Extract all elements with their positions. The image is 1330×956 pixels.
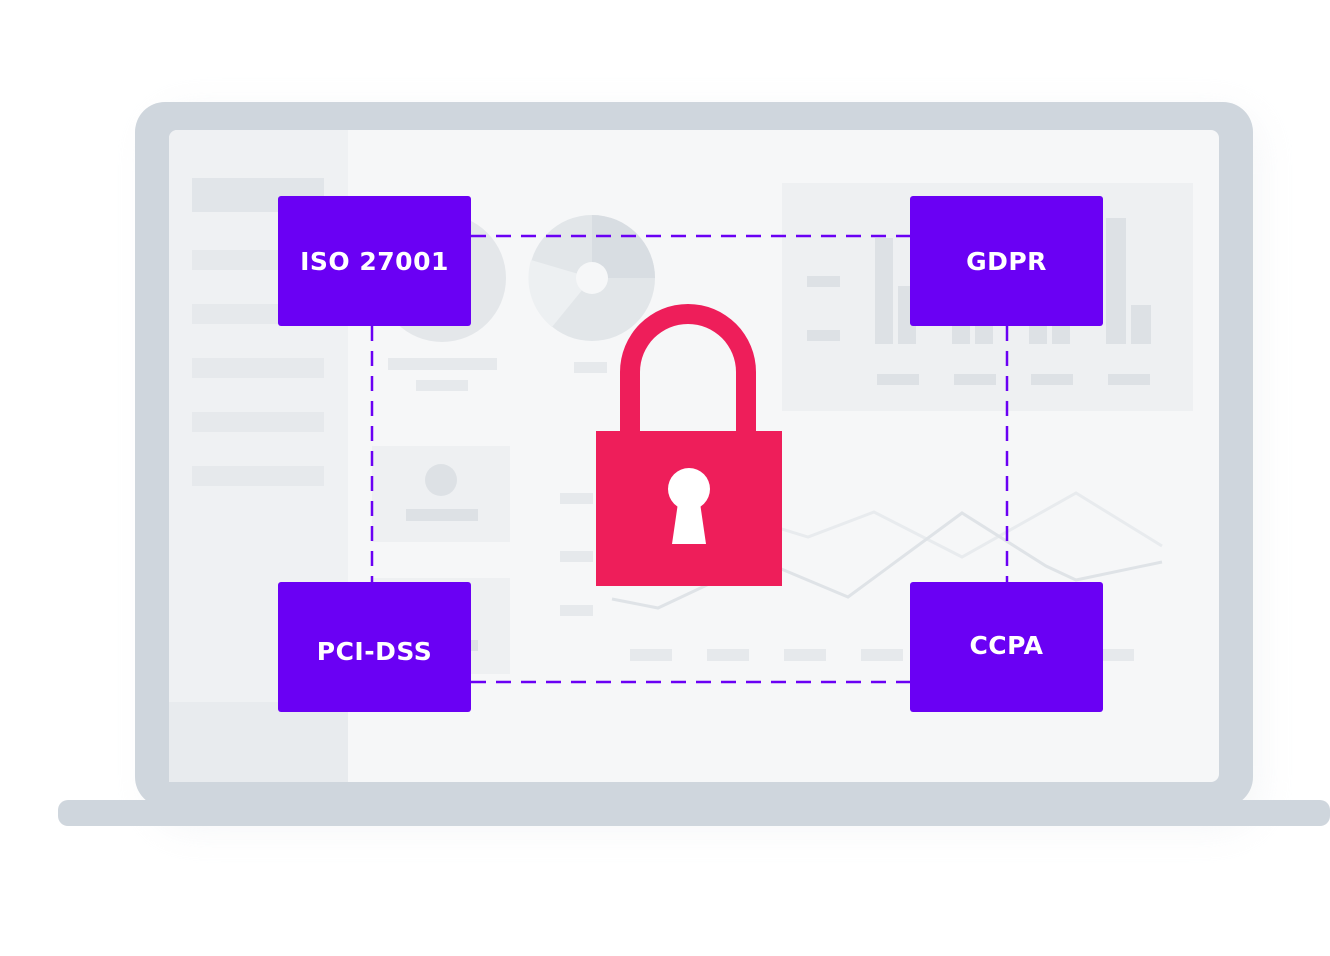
- donut-placeholder: [528, 215, 655, 341]
- connector-lines: [370, 234, 1009, 684]
- keyhole-icon: [668, 468, 710, 544]
- padlock-icon: [596, 304, 782, 586]
- gdpr-badge: GDPR: [910, 196, 1103, 326]
- axis-placeholder: [807, 330, 840, 341]
- iso-27001-label: ISO 27001: [300, 246, 449, 276]
- gdpr-label: GDPR: [966, 246, 1047, 276]
- axis-placeholder: [807, 276, 840, 287]
- pci-dss-badge: PCI-DSS: [278, 582, 471, 712]
- laptop-base: [58, 800, 1330, 826]
- ccpa-badge: CCPA: [910, 582, 1103, 712]
- text-placeholder: [574, 362, 607, 373]
- sidebar-item: [192, 412, 324, 432]
- sidebar-footer: [169, 702, 348, 782]
- line-series-placeholder: [611, 511, 1163, 610]
- axis-placeholder: [560, 493, 593, 504]
- sidebar-item: [192, 466, 324, 486]
- iso-27001-badge: ISO 27001: [278, 196, 471, 326]
- bar-axis-labels: [877, 374, 1150, 385]
- axis-placeholder: [560, 605, 593, 616]
- avatar-placeholder: [425, 464, 457, 496]
- ccpa-label: CCPA: [969, 630, 1044, 660]
- text-placeholder: [416, 380, 468, 391]
- text-placeholder: [388, 358, 497, 370]
- line-series-placeholder: [719, 491, 1163, 559]
- sidebar-item: [192, 358, 324, 378]
- text-placeholder: [406, 509, 478, 521]
- pci-dss-label: PCI-DSS: [316, 636, 433, 666]
- axis-placeholder: [560, 551, 593, 562]
